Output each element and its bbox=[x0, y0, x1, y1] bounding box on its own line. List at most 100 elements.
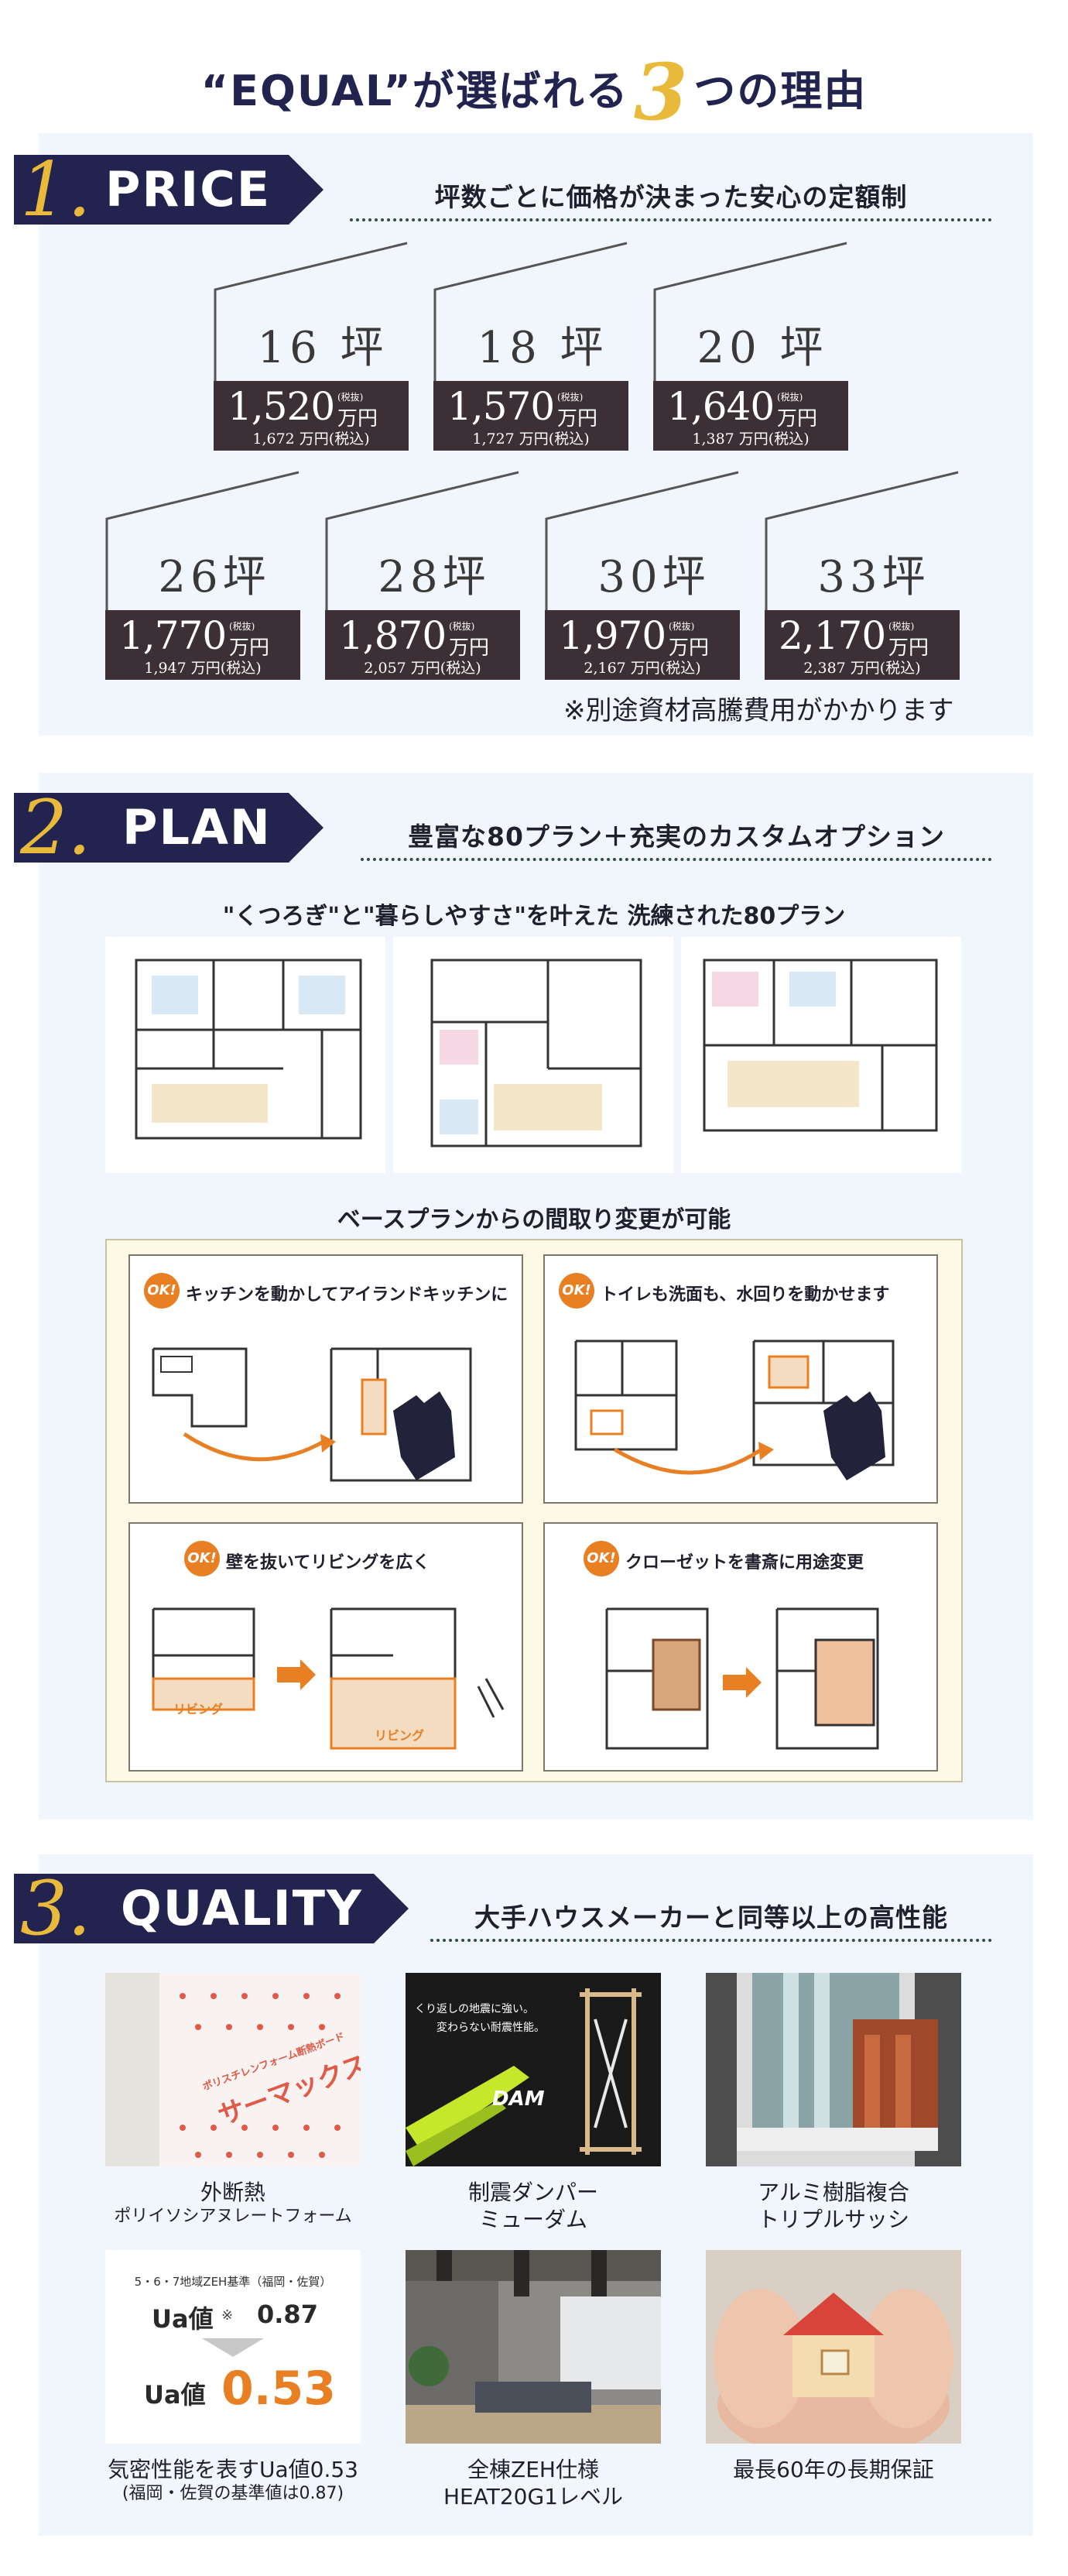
card-price-with-tax: 1,727 万円(税込) bbox=[472, 430, 590, 448]
card-unit: 万円 bbox=[557, 407, 598, 430]
plan-caption: "くつろぎ"と"暮らしやすさ"を叶えた 洗練された80プラン bbox=[222, 903, 846, 930]
option-water-area: OK! トイレも洗面も、水回りを動かせます bbox=[543, 1254, 938, 1504]
insulation-board-graphic bbox=[105, 1973, 361, 2166]
card-unit: 万円 bbox=[888, 636, 929, 660]
sash-image bbox=[706, 1973, 961, 2166]
custom-caption: ベースプランからの間取り変更が可能 bbox=[337, 1206, 731, 1233]
living-tag-after: リビング bbox=[375, 1728, 425, 1743]
floorplan-3 bbox=[681, 937, 961, 1173]
insulation-image: ポリスチレンフォーム断熱ボード サーマックス bbox=[105, 1973, 361, 2166]
damper-title: 制震ダンパー bbox=[467, 2180, 598, 2205]
option-closet-to-study: OK! クローゼットを書斎に用途変更 bbox=[543, 1522, 938, 1772]
damper-copy-1: くり返しの地震に強い。 bbox=[415, 2003, 534, 2015]
damper-graphic bbox=[406, 1973, 661, 2166]
zeh-title-2: HEAT20G1レベル bbox=[443, 2484, 623, 2509]
zeh-caption: 全棟ZEH仕様 HEAT20G1レベル bbox=[394, 2456, 673, 2510]
card-roof-line bbox=[325, 471, 519, 610]
ua-value-panel: 5・6・7地域ZEH基準（福岡・佐賀） Ua値 ※ 0.87 Ua値 0.53 bbox=[105, 2250, 361, 2444]
card-tax-excluded: (税抜) bbox=[557, 392, 584, 403]
ua-arrow-down-icon bbox=[202, 2338, 264, 2357]
card-price-box: 1,770 (税抜) 万円 1,947 万円(税込) bbox=[105, 610, 300, 680]
card-tax-excluded: (税抜) bbox=[229, 621, 255, 632]
option-title: キッチンを動かしてアイランドキッチンに bbox=[186, 1285, 508, 1305]
price-card-16: 16 坪 1,520 (税抜) 万円 1,672 万円(税込) bbox=[214, 242, 409, 451]
warranty-image bbox=[706, 2250, 961, 2444]
card-roof-line bbox=[653, 242, 847, 381]
price-card-18: 18 坪 1,570 (税抜) 万円 1,727 万円(税込) bbox=[433, 242, 628, 451]
card-tax-excluded: (税抜) bbox=[777, 392, 803, 403]
ua-caption: 気密性能を表すUa値0.53 (福岡・佐賀の基準値は0.87) bbox=[94, 2456, 372, 2505]
option-title: トイレも洗面も、水回りを動かせます bbox=[601, 1285, 890, 1305]
option-diagram bbox=[152, 1607, 505, 1750]
plan-banner: 2. PLAN bbox=[14, 784, 323, 871]
warranty-title: 最長60年の長期保証 bbox=[733, 2457, 934, 2482]
option-diagram bbox=[152, 1347, 472, 1482]
card-tsubo-label: 28坪 bbox=[378, 552, 491, 602]
card-unit: 万円 bbox=[669, 636, 710, 660]
plan-headline: 豊富な80プラン＋充実のカスタムオプション bbox=[361, 816, 992, 861]
warranty-house-in-hands-graphic bbox=[706, 2250, 961, 2444]
card-price: 1,970 bbox=[559, 613, 666, 658]
ok-badge: OK! bbox=[184, 1541, 220, 1576]
ua-subtitle: (福岡・佐賀の基準値は0.87) bbox=[122, 2484, 344, 2503]
card-tsubo-label: 33坪 bbox=[817, 552, 930, 602]
card-tsubo-label: 26坪 bbox=[158, 552, 271, 602]
card-unit: 万円 bbox=[777, 407, 818, 430]
card-unit: 万円 bbox=[337, 407, 378, 430]
ua-equal-label: Ua値 bbox=[144, 2380, 206, 2410]
price-extra-cost-note: ※別途資材高騰費用がかかります bbox=[563, 695, 954, 726]
floorplan-2 bbox=[393, 937, 673, 1173]
ua-standard-value: 0.87 bbox=[257, 2300, 318, 2329]
zeh-interior-graphic bbox=[406, 2250, 661, 2444]
card-price-box: 1,520 (税抜) 万円 1,672 万円(税込) bbox=[214, 381, 409, 451]
card-price-box: 1,570 (税抜) 万円 1,727 万円(税込) bbox=[433, 381, 628, 451]
card-price: 1,570 bbox=[447, 384, 555, 429]
floorplan-drawing bbox=[703, 959, 938, 1132]
plan-banner-number: 2. bbox=[20, 784, 91, 871]
insulation-caption: 外断熱 ポリイソシアヌレートフォーム bbox=[94, 2179, 372, 2228]
option-island-kitchen: OK! キッチンを動かしてアイランドキッチンに bbox=[128, 1254, 523, 1504]
card-roof-line bbox=[214, 242, 408, 381]
damper-title-2: ミューダム bbox=[478, 2207, 587, 2232]
card-price-box: 1,970 (税抜) 万円 2,167 万円(税込) bbox=[545, 610, 740, 680]
card-price-with-tax: 1,672 万円(税込) bbox=[252, 430, 370, 448]
card-price-with-tax: 1,387 万円(税込) bbox=[692, 430, 810, 448]
sash-caption: アルミ樹脂複合 トリプルサッシ bbox=[694, 2179, 973, 2233]
quality-banner-number: 3. bbox=[20, 1865, 91, 1952]
quality-banner: 3. QUALITY bbox=[14, 1865, 409, 1952]
ua-title: 気密性能を表すUa値0.53 bbox=[108, 2457, 358, 2482]
damper-image: くり返しの地震に強い。 変わらない耐震性能。 DAM bbox=[406, 1973, 661, 2166]
card-price-box: 1,870 (税抜) 万円 2,057 万円(税込) bbox=[325, 610, 520, 680]
ok-badge: OK! bbox=[559, 1273, 594, 1309]
card-roof-line bbox=[545, 471, 739, 610]
price-card-30: 30坪 1,970 (税抜) 万円 2,167 万円(税込) bbox=[545, 471, 740, 680]
card-price-box: 1,640 (税抜) 万円 1,387 万円(税込) bbox=[653, 381, 848, 451]
option-title: クローゼットを書斎に用途変更 bbox=[625, 1553, 864, 1573]
option-diagram bbox=[605, 1607, 879, 1750]
card-price: 1,770 bbox=[119, 613, 227, 658]
sash-title-2: トリプルサッシ bbox=[757, 2207, 909, 2232]
card-price: 1,640 bbox=[667, 384, 775, 429]
zeh-house-image bbox=[406, 2250, 661, 2444]
price-card-20: 20 坪 1,640 (税抜) 万円 1,387 万円(税込) bbox=[653, 242, 848, 451]
floorplan-drawing bbox=[430, 959, 642, 1147]
warranty-caption: 最長60年の長期保証 bbox=[694, 2456, 973, 2483]
price-headline: 坪数ごとに価格が決まった安心の定額制 bbox=[350, 177, 992, 221]
damper-brand: DAM bbox=[492, 2087, 545, 2111]
plan-banner-word: PLAN bbox=[122, 799, 272, 856]
price-banner: 1. PRICE bbox=[14, 146, 323, 233]
ok-badge: OK! bbox=[144, 1273, 180, 1309]
card-price-with-tax: 2,057 万円(税込) bbox=[364, 660, 481, 677]
option-title: 壁を抜いてリビングを広く bbox=[226, 1553, 430, 1573]
price-banner-shape bbox=[14, 155, 323, 225]
price-banner-number: 1. bbox=[20, 146, 91, 233]
card-roof-line bbox=[105, 471, 300, 610]
card-price: 2,170 bbox=[779, 613, 886, 658]
card-tsubo-label: 30坪 bbox=[597, 552, 710, 602]
card-roof-line bbox=[433, 242, 628, 381]
living-tag: リビング bbox=[173, 1702, 224, 1717]
card-price-with-tax: 2,167 万円(税込) bbox=[584, 660, 701, 677]
quality-banner-shape bbox=[14, 1874, 409, 1943]
quality-headline: 大手ハウスメーカーと同等以上の高性能 bbox=[430, 1897, 992, 1942]
